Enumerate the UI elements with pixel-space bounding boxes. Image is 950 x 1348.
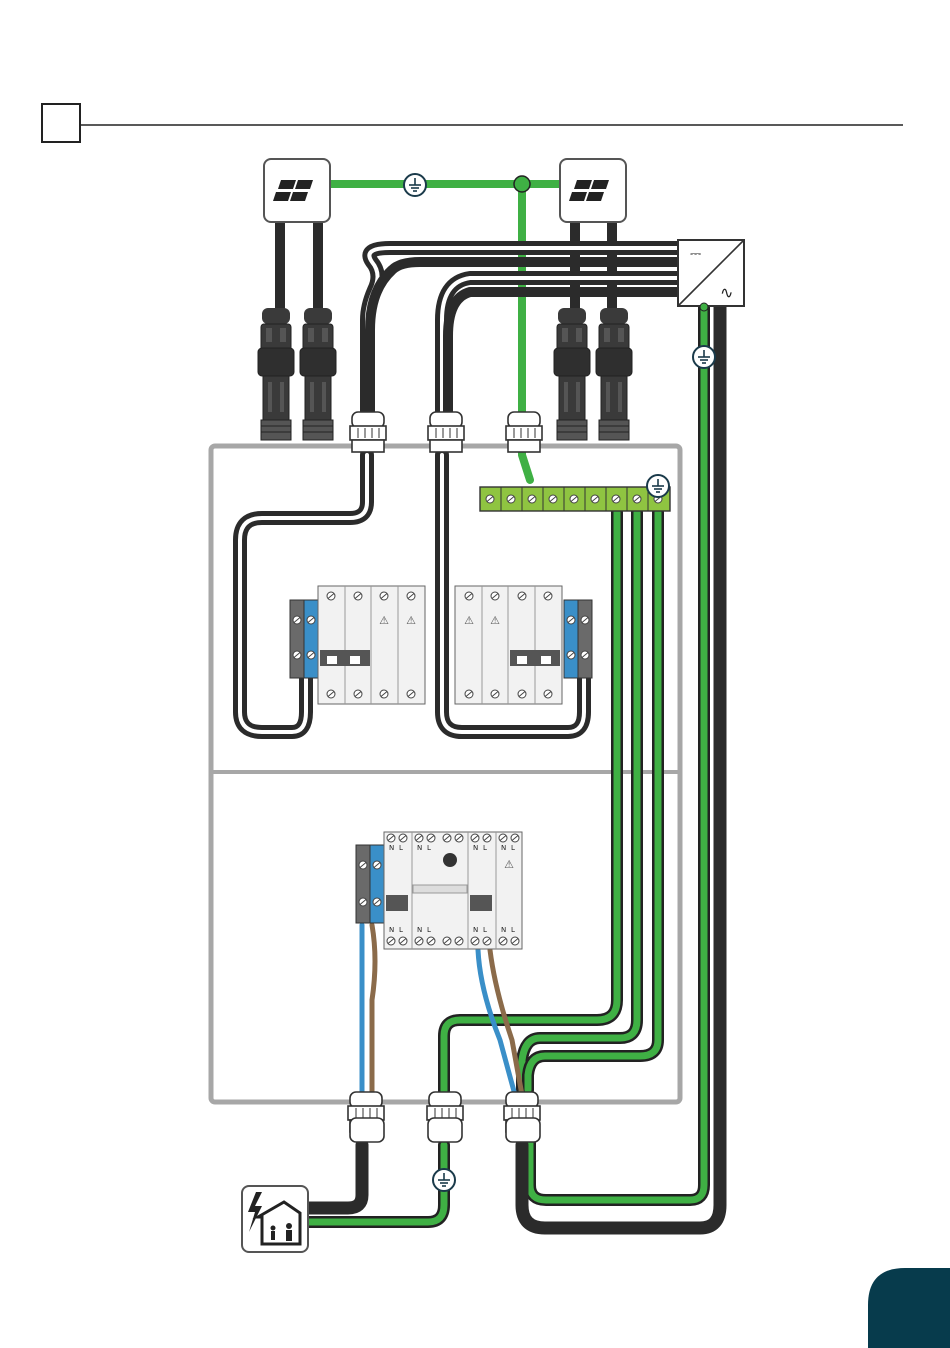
mc4-connector — [554, 308, 590, 440]
svg-text:N: N — [501, 844, 506, 852]
cable-gland — [428, 412, 464, 452]
svg-text:L: L — [399, 844, 403, 852]
ground-icon — [404, 174, 426, 196]
dc-breaker-right: ⚠ ⚠ — [455, 586, 592, 704]
section-marker-box — [42, 104, 80, 142]
svg-text:N: N — [389, 844, 394, 852]
svg-text:L: L — [511, 926, 515, 934]
svg-text:⚠: ⚠ — [504, 858, 514, 871]
svg-text:N: N — [389, 926, 394, 934]
ac-symbol: ∿ — [720, 283, 733, 302]
mc4-connector — [300, 308, 336, 440]
dc-symbol: ⎓ — [690, 246, 701, 262]
mc4-connector — [596, 308, 632, 440]
house-grid-icon — [242, 1186, 308, 1252]
ground-icon — [693, 346, 715, 368]
pv-module-right — [560, 159, 626, 222]
pv-module-left — [264, 159, 330, 222]
inverter: ⎓ ∿ — [678, 240, 744, 311]
svg-text:L: L — [511, 844, 515, 852]
svg-text:L: L — [427, 844, 431, 852]
svg-text:⚠: ⚠ — [379, 614, 389, 627]
svg-text:⚠: ⚠ — [464, 614, 474, 627]
ground-terminal-strip — [480, 487, 670, 511]
svg-text:⚠: ⚠ — [490, 614, 500, 627]
page-tab — [868, 1268, 950, 1348]
svg-text:N: N — [501, 926, 506, 934]
svg-text:N: N — [473, 844, 478, 852]
ground-junction — [514, 176, 530, 192]
svg-text:N: N — [417, 844, 422, 852]
mc4-connector — [258, 308, 294, 440]
cable-gland — [350, 412, 386, 452]
svg-text:L: L — [427, 926, 431, 934]
svg-text:N: N — [473, 926, 478, 934]
svg-text:L: L — [483, 844, 487, 852]
svg-text:L: L — [483, 926, 487, 934]
ground-icon — [433, 1169, 455, 1191]
svg-text:N: N — [417, 926, 422, 934]
cable-gland — [506, 412, 542, 452]
svg-text:L: L — [399, 926, 403, 934]
ground-icon — [647, 475, 669, 497]
svg-text:⚠: ⚠ — [406, 614, 416, 627]
